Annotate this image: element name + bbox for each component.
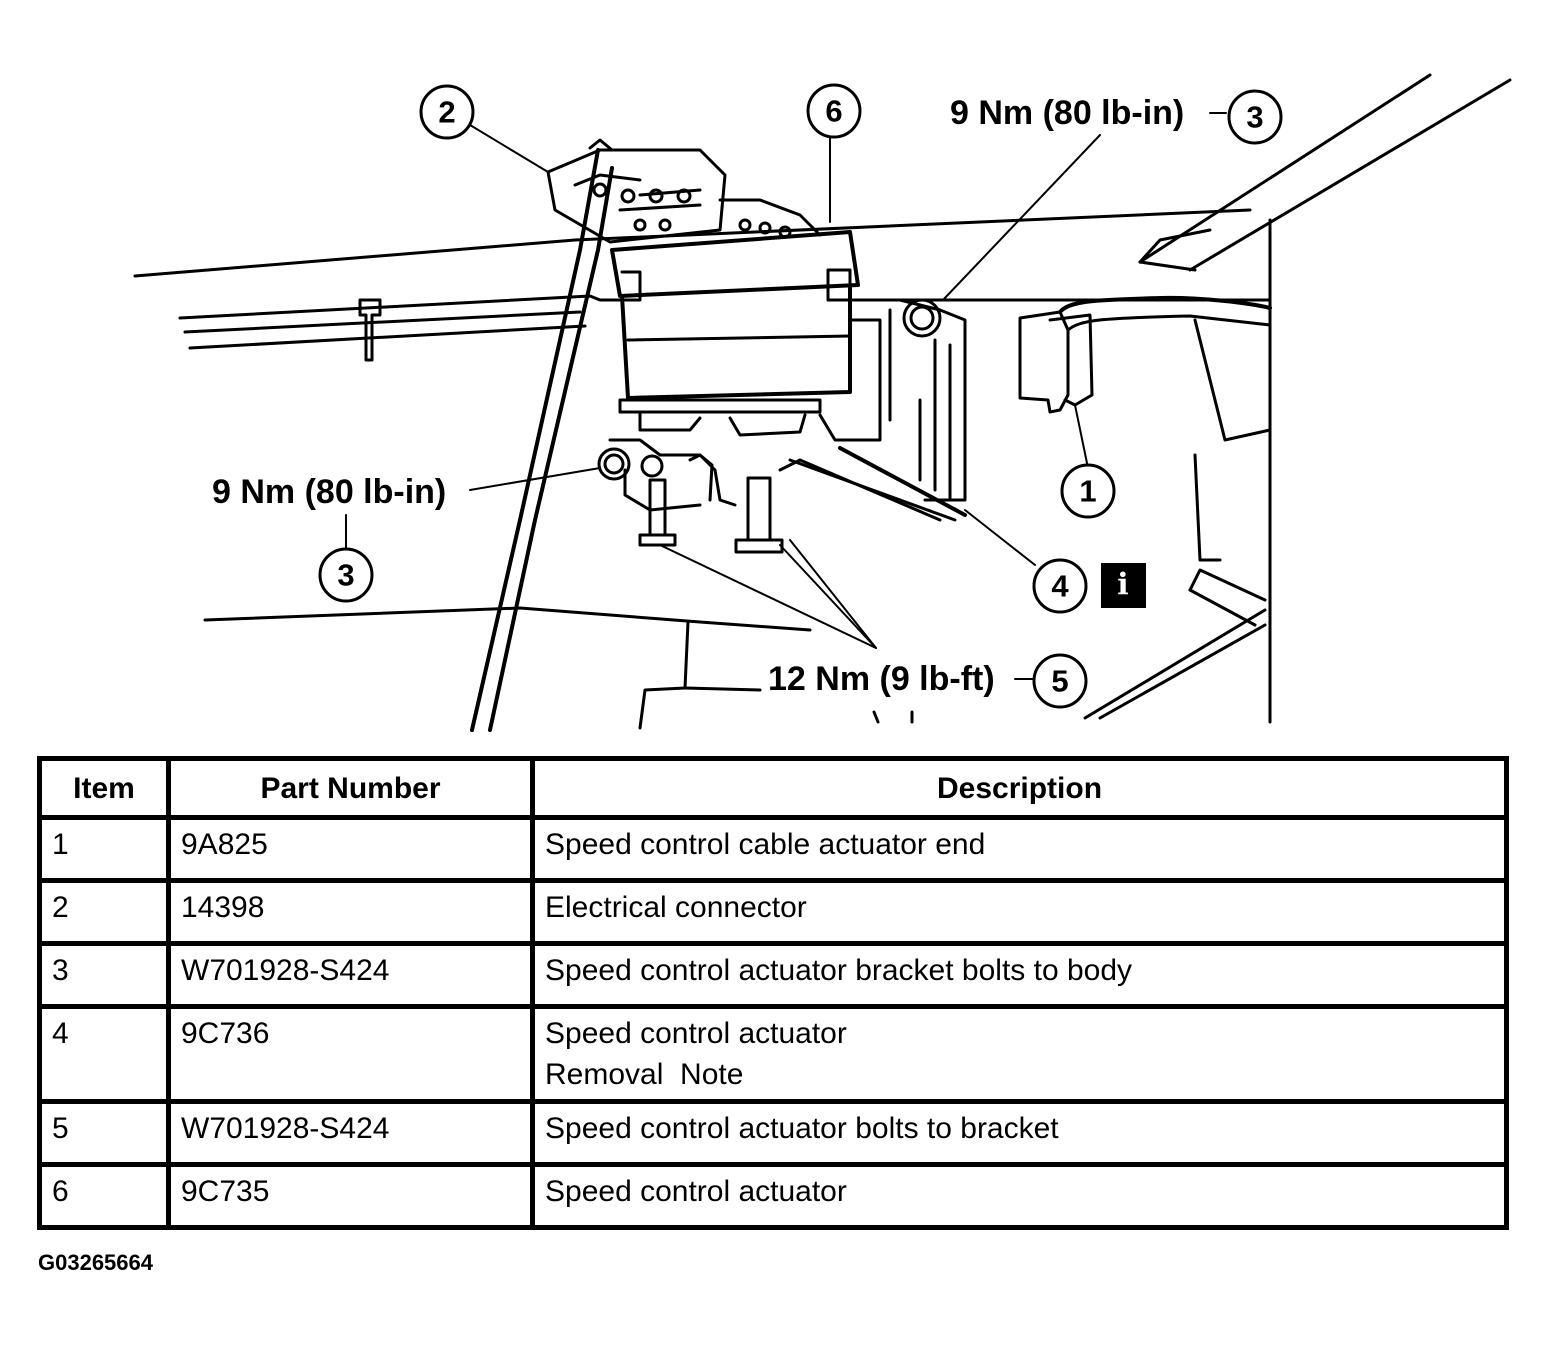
table-header-row: Item Part Number Description xyxy=(37,756,1509,820)
table-row: 3 W701928-S424 Speed control actuator br… xyxy=(37,941,1509,1009)
description-line: Electrical connector xyxy=(545,891,807,924)
cell-item: 5 xyxy=(37,1099,171,1167)
table-row: 1 9A825 Speed control cable actuator end xyxy=(37,815,1509,883)
torque-label-left: 9 Nm (80 lb-in) xyxy=(212,473,446,511)
cell-part-number: 14398 xyxy=(166,878,535,946)
cell-item: 6 xyxy=(37,1162,171,1230)
description-line: Speed control actuator xyxy=(545,1175,847,1208)
callout-3-upper-circle xyxy=(1227,89,1283,145)
header-item: Item xyxy=(37,756,171,820)
torque-label-lower: 12 Nm (9 lb-ft) xyxy=(768,660,995,698)
description-line: Speed control actuator bracket bolts to … xyxy=(545,954,1133,987)
cell-description: Electrical connector xyxy=(530,878,1509,946)
callout-6-number: 6 xyxy=(825,94,842,129)
cell-description: Speed control actuator bracket bolts to … xyxy=(530,941,1509,1009)
header-part-number: Part Number xyxy=(166,756,535,820)
table-row: 5 W701928-S424 Speed control actuator bo… xyxy=(37,1099,1509,1167)
table-row: 2 14398 Electrical connector xyxy=(37,878,1509,946)
callout-3-lower-number: 3 xyxy=(337,558,354,593)
callout-4-circle xyxy=(1032,558,1088,614)
table-row: 6 9C735 Speed control actuator xyxy=(37,1162,1509,1230)
description-line: Speed control actuator xyxy=(545,1017,847,1050)
torque-label-upper: 9 Nm (80 lb-in) xyxy=(950,94,1184,132)
cell-part-number: 9C735 xyxy=(166,1162,535,1230)
parts-table: Item Part Number Description 1 9A825 Spe… xyxy=(37,756,1509,1230)
actuator-diagram: 2 6 3 1 4 3 5 i 9 Nm (80 lb-in) 9 Nm (80… xyxy=(133,73,1512,732)
description-line: Speed control actuator bolts to bracket xyxy=(545,1112,1059,1145)
table-row: 4 9C736 Speed control actuator Removal N… xyxy=(37,1004,1509,1104)
cell-item: 3 xyxy=(37,941,171,1009)
callout-3-lower-circle xyxy=(318,547,374,603)
callout-2-number: 2 xyxy=(438,95,455,130)
figure-id: G03265664 xyxy=(38,1250,153,1275)
cell-part-number: 9A825 xyxy=(166,815,535,883)
cell-description: Speed control cable actuator end xyxy=(530,815,1509,883)
cell-item: 4 xyxy=(37,1004,171,1104)
description-line: Speed control cable actuator end xyxy=(545,828,986,861)
callout-1-circle xyxy=(1060,463,1116,519)
cell-description: Speed control actuator xyxy=(530,1162,1509,1230)
header-description: Description xyxy=(530,756,1509,820)
cell-item: 2 xyxy=(37,878,171,946)
callout-1-number: 1 xyxy=(1079,474,1096,509)
callout-6-circle xyxy=(806,83,862,139)
cell-part-number: W701928-S424 xyxy=(166,1099,535,1167)
callout-4-number: 4 xyxy=(1051,569,1069,604)
callout-3-upper-number: 3 xyxy=(1246,100,1263,135)
info-icon-glyph: i xyxy=(1117,568,1128,603)
callout-2-circle xyxy=(419,84,475,140)
callout-5-circle xyxy=(1032,653,1088,709)
cell-part-number: 9C736 xyxy=(166,1004,535,1104)
cell-item: 1 xyxy=(37,815,171,883)
callout-5-number: 5 xyxy=(1051,664,1068,699)
removal-note-link[interactable]: Removal Note xyxy=(545,1058,744,1091)
cell-part-number: W701928-S424 xyxy=(166,941,535,1009)
cell-description: Speed control actuator Removal Note xyxy=(530,1004,1509,1104)
info-icon[interactable] xyxy=(1101,563,1146,608)
cell-description: Speed control actuator bolts to bracket xyxy=(530,1099,1509,1167)
